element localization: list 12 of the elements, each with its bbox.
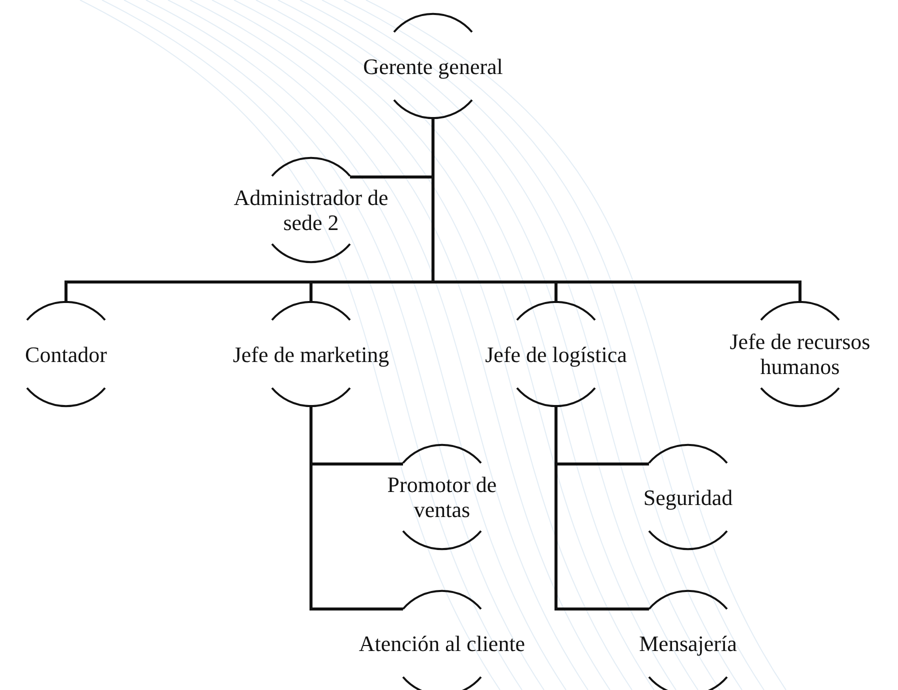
node-label: Jefe de recursos humanos xyxy=(728,329,872,379)
connector-line xyxy=(310,405,403,610)
node-label: Atención al cliente xyxy=(358,630,526,656)
connector-line xyxy=(554,405,649,610)
node-label: Administrador de sede 2 xyxy=(232,185,390,235)
node-label: Promotor de ventas xyxy=(386,472,498,522)
node-label: Mensajería xyxy=(639,630,737,656)
node-label: Jefe de marketing xyxy=(232,342,390,366)
node-label: Contador xyxy=(25,342,107,366)
node-label: Seguridad xyxy=(643,484,733,510)
node-label: Gerente general xyxy=(363,54,503,78)
node-label: Jefe de logística xyxy=(485,342,627,366)
